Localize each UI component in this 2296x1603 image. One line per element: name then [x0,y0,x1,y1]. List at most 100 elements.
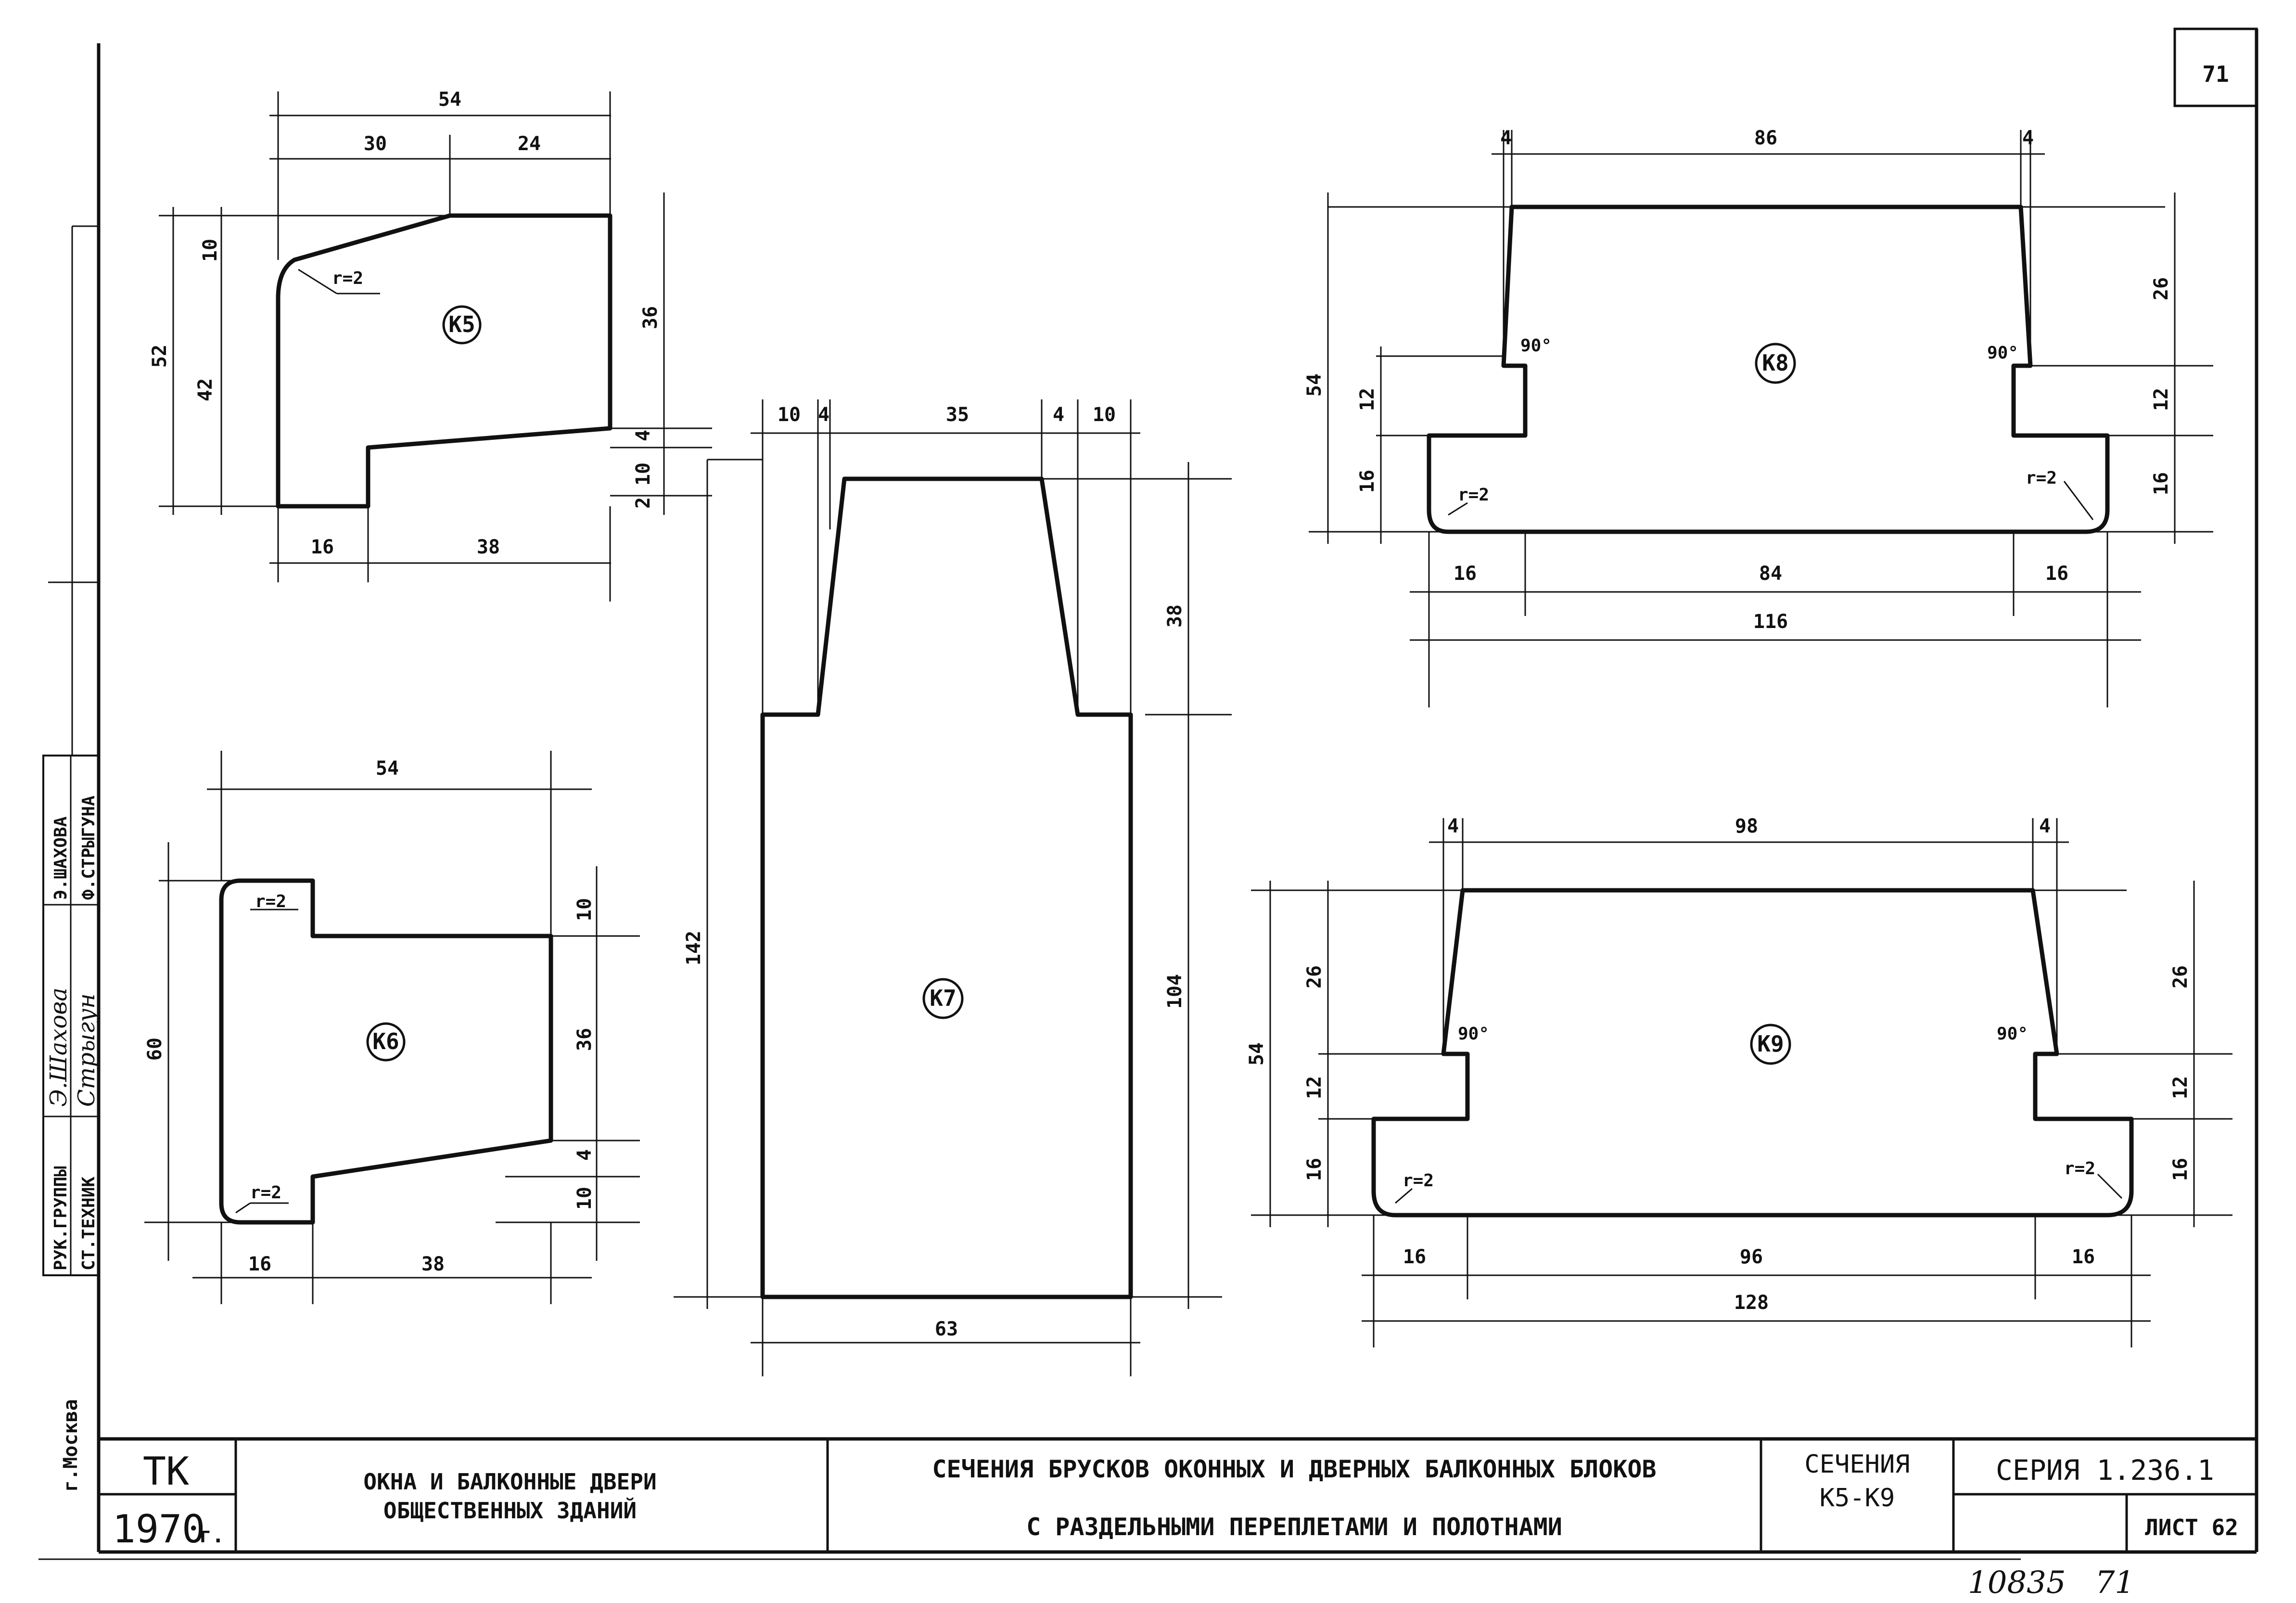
k8-radius-right: r=2 [2026,468,2057,488]
k6-dim-width: 54 [376,757,399,780]
handwritten-note: 10835 71 [1968,1565,2134,1601]
section-k6: K6 r=2 r=2 54 60 10 36 4 10 16 38 [144,751,640,1304]
k9-dim-top: 98 [1735,815,1758,837]
k9-dim-right-bottom: 16 [2169,1158,2192,1181]
k6-dim-bottom-step: 10 [574,1187,596,1210]
k6-dim-right: 36 [574,1028,596,1051]
k7-dim-left-outer: 10 [778,404,801,426]
k7-dim-left-slope: 4 [818,404,829,426]
title-subject-line2: ОБЩЕСТВЕННЫХ ЗДАНИЙ [383,1498,637,1524]
k6-radius-top: r=2 [255,892,286,911]
title-main-line2: С РАЗДЕЛЬНЫМИ ПЕРЕПЛЕТАМИ И ПОЛОТНАМИ [1026,1513,1562,1541]
k9-dim-right-slope: 4 [2039,815,2051,837]
k9-radius-left: r=2 [1403,1171,1434,1191]
stamp-name-1: Э.ШАХОВА [51,816,71,900]
k5-dim-bottom-left: 16 [311,536,334,558]
k9-dim-bottom-right: 16 [2072,1246,2095,1268]
side-stamp: РУК.ГРУППЫ СТ.ТЕХНИК Э.ШАХОВА Ф.СТРЫГУНА… [42,225,100,1492]
k8-angle-right: 90° [1987,343,2018,363]
stamp-signature-2: Стрыгун [73,993,100,1107]
k5-dim-step-b: 10 [632,462,654,486]
k8-dim-right-bottom: 16 [2150,472,2172,495]
k9-dim-left-top: 26 [1303,965,1326,988]
k8-label: K8 [1762,350,1788,376]
k6-dim-bottom-right: 38 [421,1253,445,1275]
k8-dim-bottom-mid: 84 [1759,563,1782,585]
title-year-suffix: г. [199,1523,225,1548]
k9-dim-height: 54 [1246,1042,1268,1065]
page-number-box: 71 [2173,27,2258,107]
stamp-name-2: Ф.СТРЫГУНА [79,795,99,900]
k5-dim-right: 36 [639,306,662,329]
k8-dim-left-bottom: 16 [1356,470,1378,493]
k9-dim-left-mid: 12 [1303,1076,1326,1099]
k8-radius-left: r=2 [1458,485,1489,505]
k9-label: K9 [1757,1031,1784,1057]
title-sheet: ЛИСТ 62 [2145,1514,2238,1540]
k9-angle-right: 90° [1997,1024,2028,1044]
k7-dim-lower-height: 104 [1164,974,1186,1009]
k6-profile [219,878,553,1225]
k7-dim-right-slope: 4 [1053,404,1064,426]
k6-dim-bottom-left: 16 [248,1253,271,1275]
k7-dim-right-outer: 10 [1093,404,1116,426]
k5-dim-top-left: 30 [364,133,387,155]
title-block: ТК 1970 г. ОКНА И БАЛКОННЫЕ ДВЕРИ ОБЩЕСТ… [99,1437,2257,1552]
k5-dim-height: 52 [149,345,171,368]
stamp-city: г.Москва [60,1399,82,1492]
k5-dim-bottom-right: 38 [477,536,500,558]
k9-dim-left-slope: 4 [1447,815,1459,837]
k9-dim-right-top: 26 [2169,965,2192,988]
title-sections-range: К5-К9 [1820,1484,1895,1513]
k8-dim-top: 86 [1754,127,1777,149]
k9-angle-left: 90° [1458,1024,1489,1044]
k6-dim-height: 60 [144,1038,166,1061]
section-k7: K7 10 4 35 4 10 38 142 104 63 [674,399,1232,1376]
k7-dim-width: 63 [935,1318,958,1340]
section-k8: K8 90° 90° r=2 r=2 4 86 4 54 12 16 2 [1303,127,2213,707]
k7-label: K7 [930,985,956,1011]
k5-dim-top-right: 24 [518,133,541,155]
title-series: СЕРИЯ 1.236.1 [1996,1454,2214,1487]
title-year: 1970 [113,1507,205,1552]
k6-dim-slope: 4 [574,1149,596,1161]
k8-dim-right-mid: 12 [2150,388,2172,411]
k7-dim-total-height: 142 [683,931,705,965]
k9-dim-bottom-mid: 96 [1740,1246,1763,1268]
k9-dim-right-mid: 12 [2169,1076,2192,1099]
k9-dim-left-bottom: 16 [1303,1158,1326,1181]
k9-radius-right: r=2 [2064,1159,2095,1179]
k6-label: K6 [372,1028,399,1054]
title-sections-label: СЕЧЕНИЯ [1804,1450,1910,1479]
k8-dim-total: 116 [1753,611,1788,633]
k5-dim-step-c: 2 [632,497,654,509]
page-number: 71 [2202,61,2229,87]
k7-dim-upper-height: 38 [1164,604,1186,628]
title-subject-line1: ОКНА И БАЛКОННЫЕ ДВЕРИ [363,1469,656,1495]
k5-label: K5 [448,311,475,337]
k6-dim-top-step: 10 [574,898,596,921]
k8-dim-left-mid: 12 [1356,388,1378,411]
stamp-signature-1: Э.Шахова [45,987,72,1107]
k8-dim-height: 54 [1303,373,1326,397]
title-main-line1: СЕЧЕНИЯ БРУСКОВ ОКОННЫХ И ДВЕРНЫХ БАЛКОН… [932,1455,1656,1483]
k9-dim-total: 128 [1734,1292,1769,1314]
section-k5: K5 r=2 54 30 24 10 52 42 36 4 10 2 16 38 [149,89,712,602]
k7-dim-top: 35 [946,404,969,426]
k8-dim-bottom-left: 16 [1454,563,1477,585]
k5-dim-total-width: 54 [438,89,461,111]
k6-radius-bottom: r=2 [250,1183,281,1203]
k8-dim-bottom-right: 16 [2045,563,2068,585]
k5-profile [276,213,612,509]
k5-radius: r=2 [332,269,363,288]
k5-dim-lower: 42 [194,378,217,401]
k8-angle-left: 90° [1520,336,1552,356]
k8-dim-right-slope: 4 [2022,127,2034,149]
stamp-role-2: СТ.ТЕХНИК [79,1177,99,1270]
k9-dim-bottom-left: 16 [1403,1246,1426,1268]
k8-dim-left-slope: 4 [1500,127,1512,149]
k8-dim-right-top: 26 [2150,277,2172,300]
stamp-role-1: РУК.ГРУППЫ [51,1166,71,1270]
k5-dim-step-a: 4 [632,430,654,441]
